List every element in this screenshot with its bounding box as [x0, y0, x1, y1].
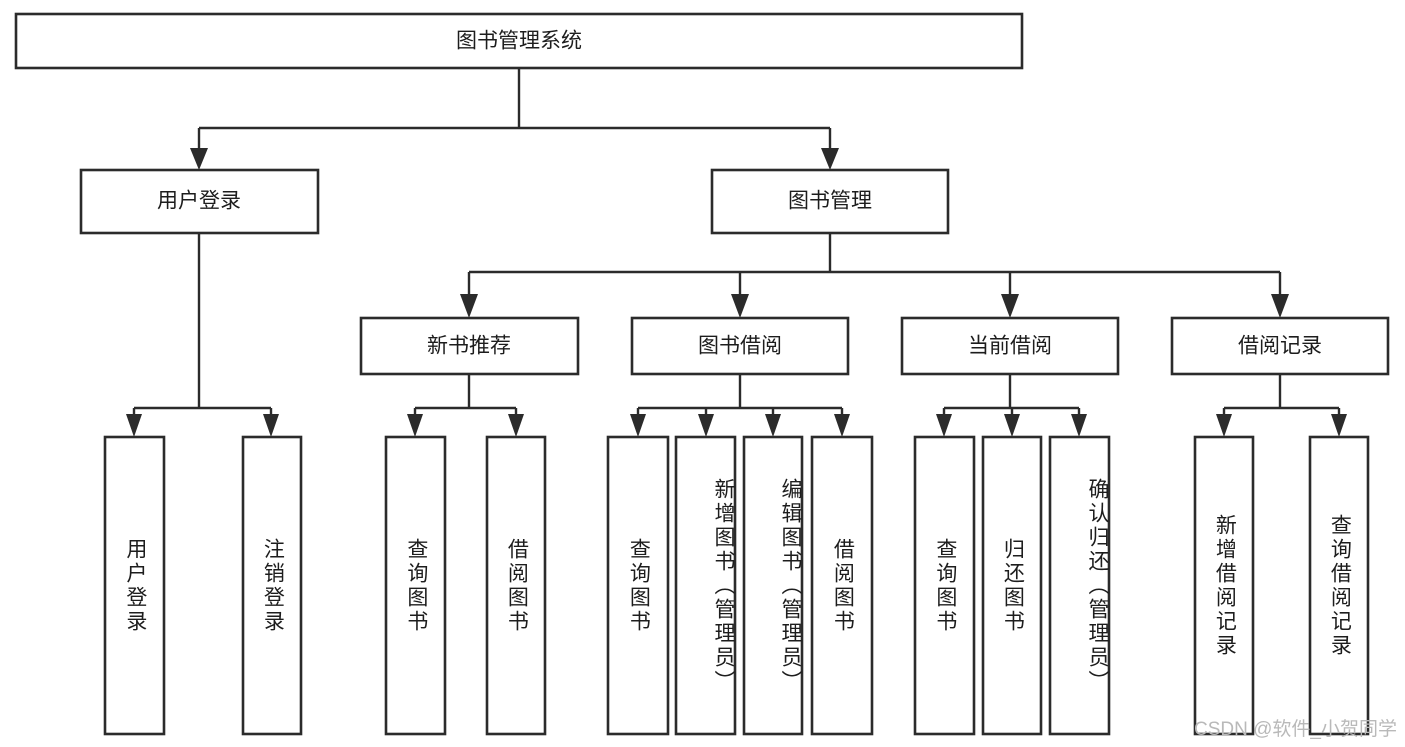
arrowhead-leaf-borrow-book-brw — [834, 414, 850, 437]
arrowhead-leaf-add-book-admin — [698, 414, 714, 437]
node-current-borrow[interactable]: 当前借阅 — [900, 316, 1120, 376]
arrowhead-user-login — [190, 148, 208, 170]
node-book-borrow-box[interactable] — [630, 316, 850, 376]
arrowhead-leaf-logout — [263, 414, 279, 437]
node-new-book-recommend-label: 新书推荐 — [427, 335, 511, 358]
node-new-book-recommend-box[interactable] — [359, 316, 580, 376]
arrowhead-borrow-record — [1271, 294, 1289, 318]
node-leaf-add-book-admin-box[interactable] — [674, 435, 737, 736]
connector-layer — [126, 68, 1347, 437]
arrowhead-new-book-recommend — [460, 294, 478, 318]
arrowhead-leaf-borrow-book-rec — [508, 414, 524, 437]
node-leaf-user-login-box[interactable] — [103, 435, 166, 736]
node-leaf-logout-box[interactable] — [241, 435, 303, 736]
node-new-book-recommend[interactable]: 新书推荐 — [359, 316, 580, 376]
node-current-borrow-box[interactable] — [900, 316, 1120, 376]
arrowhead-book-borrow — [731, 294, 749, 318]
node-borrow-record-label: 借阅记录 — [1238, 335, 1322, 358]
node-borrow-record[interactable]: 借阅记录 — [1170, 316, 1390, 376]
node-book-manage-box[interactable] — [710, 168, 950, 235]
node-leaf-query-borrow-record-box[interactable] — [1308, 435, 1370, 736]
node-leaf-confirm-return-admin-box[interactable] — [1048, 435, 1111, 736]
leaf-layer — [103, 435, 1370, 736]
node-book-borrow[interactable]: 图书借阅 — [630, 316, 850, 376]
node-leaf-borrow-book-brw-box[interactable] — [810, 435, 874, 736]
node-root-box[interactable] — [14, 12, 1024, 70]
node-leaf-query-book-cur-box[interactable] — [913, 435, 976, 736]
arrowhead-leaf-query-book-rec — [407, 414, 423, 437]
watermark-label: CSDN @软件_小贺同学 — [1194, 719, 1397, 740]
arrowhead-leaf-query-borrow-record — [1331, 414, 1347, 437]
arrowhead-leaf-add-borrow-record — [1216, 414, 1232, 437]
node-book-manage-label: 图书管理 — [788, 190, 872, 213]
arrowhead-leaf-query-book-brw — [630, 414, 646, 437]
node-leaf-add-borrow-record-box[interactable] — [1193, 435, 1255, 736]
node-root[interactable]: 图书管理系统 — [14, 12, 1024, 70]
node-book-borrow-label: 图书借阅 — [698, 335, 782, 358]
arrowhead-leaf-query-book-cur — [936, 414, 952, 437]
arrowhead-book-manage — [821, 148, 839, 170]
node-user-login[interactable]: 用户登录 — [79, 168, 320, 235]
node-user-login-label: 用户登录 — [157, 190, 241, 213]
node-leaf-edit-book-admin-box[interactable] — [742, 435, 804, 736]
node-leaf-query-book-rec-box[interactable] — [384, 435, 447, 736]
node-leaf-return-book-box[interactable] — [981, 435, 1043, 736]
node-current-borrow-label: 当前借阅 — [968, 335, 1052, 358]
node-user-login-box[interactable] — [79, 168, 320, 235]
node-book-manage[interactable]: 图书管理 — [710, 168, 950, 235]
arrowhead-leaf-confirm-return — [1071, 414, 1087, 437]
node-leaf-query-book-brw-box[interactable] — [606, 435, 670, 736]
arrowhead-leaf-return-book — [1004, 414, 1020, 437]
node-leaf-borrow-book-rec-box[interactable] — [485, 435, 547, 736]
node-borrow-record-box[interactable] — [1170, 316, 1390, 376]
arrowhead-leaf-edit-book-admin — [765, 414, 781, 437]
arrowhead-current-borrow — [1001, 294, 1019, 318]
arrowhead-leaf-user-login — [126, 414, 142, 437]
node-root-label: 图书管理系统 — [456, 30, 582, 53]
